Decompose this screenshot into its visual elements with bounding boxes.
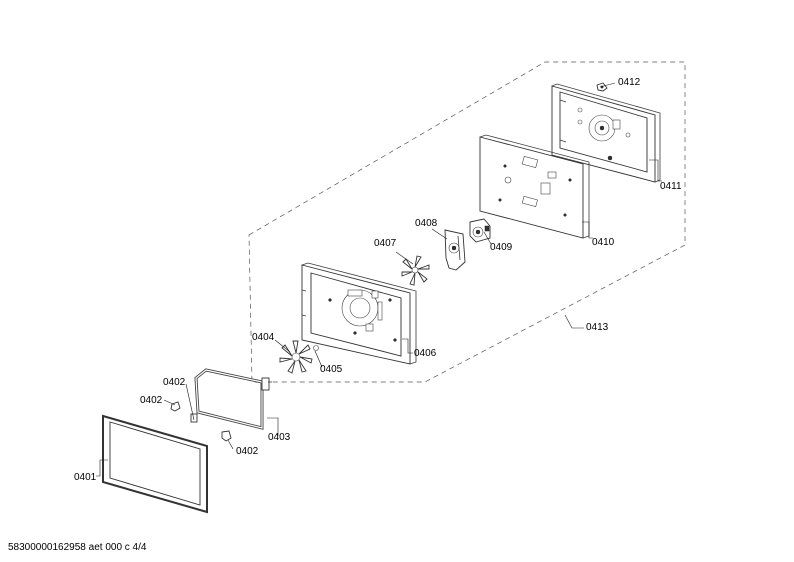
leader-lines — [96, 82, 662, 477]
fan-wheel-0407 — [401, 255, 430, 286]
clip-0412 — [596, 82, 608, 92]
motor-0409 — [469, 218, 491, 243]
label-0402-c: 0402 — [236, 446, 259, 457]
label-0403: 0403 — [268, 432, 291, 443]
label-0404: 0404 — [252, 332, 275, 343]
screw-0402-a — [170, 401, 181, 412]
screw-0402-c — [221, 430, 232, 442]
label-0402-b: 0402 — [140, 395, 163, 406]
heating-element-0403 — [194, 368, 272, 430]
nut-0405 — [313, 345, 319, 351]
bracket-0408 — [444, 229, 466, 271]
mounting-frame-0406 — [301, 262, 417, 365]
label-0412: 0412 — [618, 77, 641, 88]
label-0405: 0405 — [320, 364, 343, 375]
screw-0402-b — [190, 413, 198, 423]
label-0410: 0410 — [592, 237, 615, 248]
label-0409: 0409 — [490, 242, 513, 253]
door-gasket-0401 — [102, 414, 208, 514]
label-0401: 0401 — [74, 472, 97, 483]
label-0402-a: 0402 — [163, 377, 186, 388]
document-footer: 58300000162958 aet 000 c 4/4 — [8, 542, 147, 553]
rear-plate-0411 — [551, 83, 661, 183]
label-0407: 0407 — [374, 238, 397, 249]
assembly-group-outline — [248, 61, 686, 383]
label-0406: 0406 — [414, 348, 437, 359]
label-0408: 0408 — [415, 218, 438, 229]
label-0411: 0411 — [660, 181, 682, 192]
convection-fan-0404 — [279, 340, 313, 374]
label-0413: 0413 — [586, 322, 609, 333]
back-panel-0410 — [479, 134, 590, 239]
